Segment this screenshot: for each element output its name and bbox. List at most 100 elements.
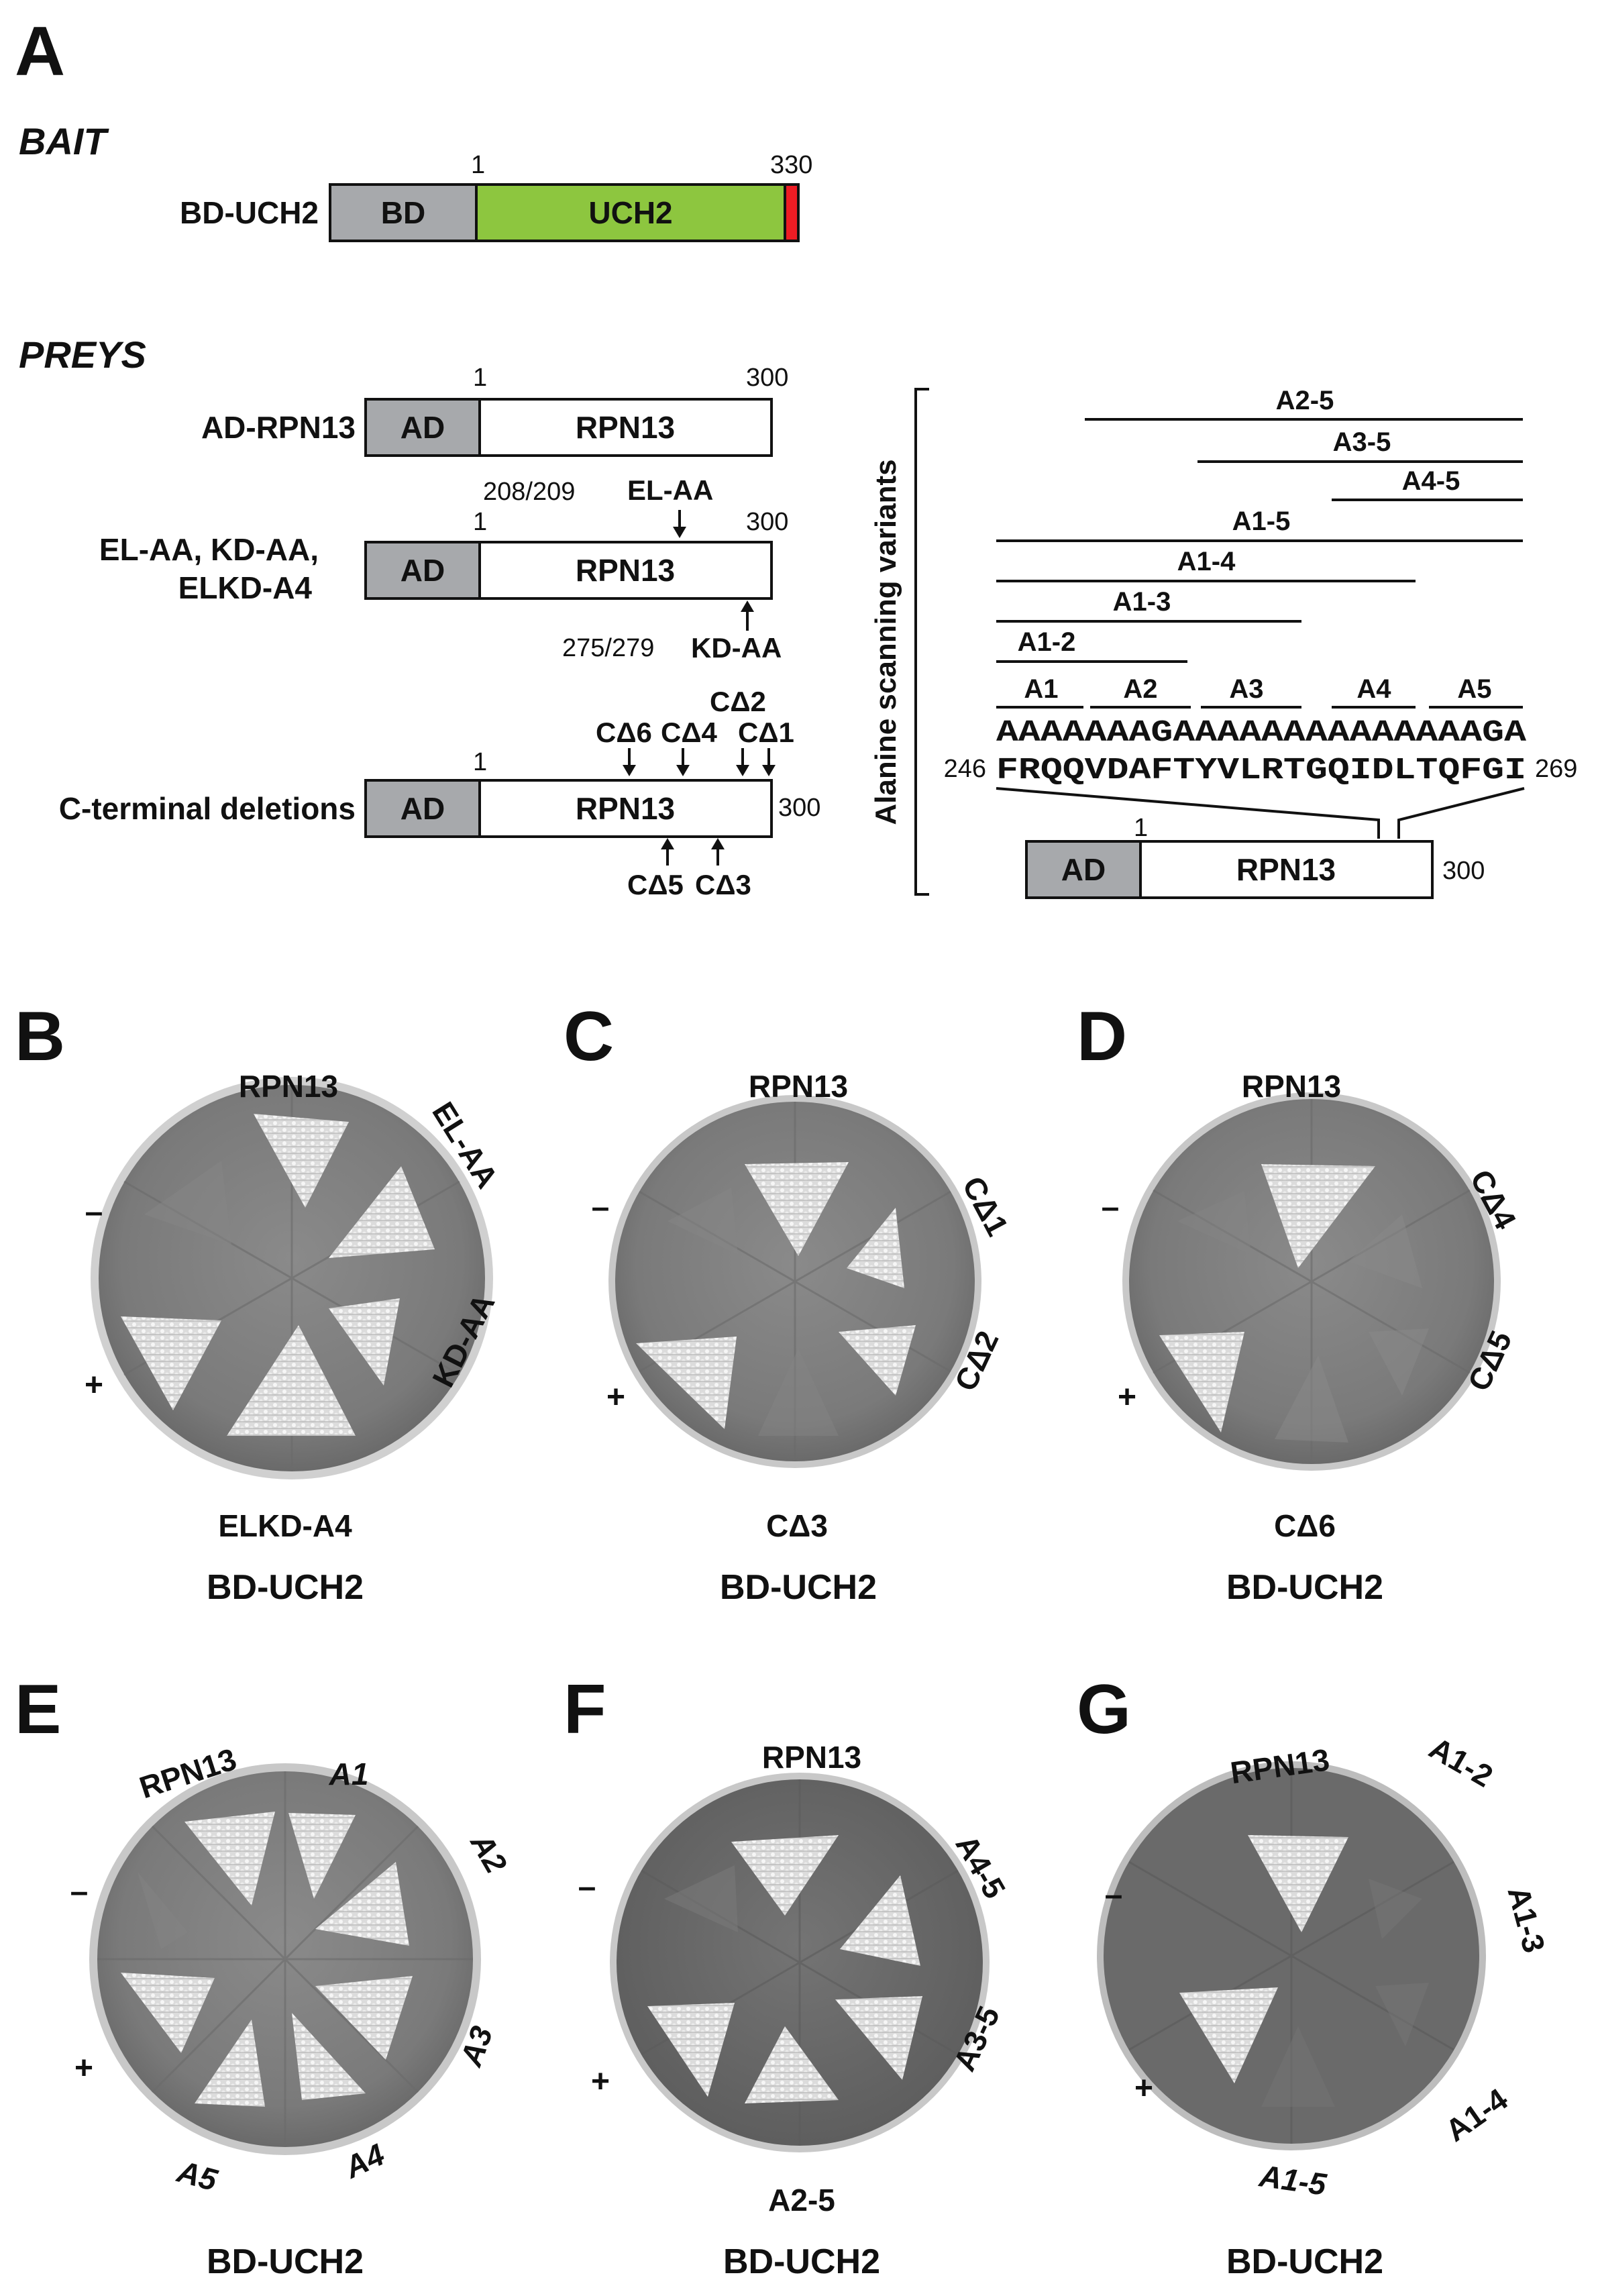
bar-label-a1-5: A1-5 [1232,507,1291,536]
plate-d-top-label: RPN13 [1242,1069,1341,1104]
panel-label-a: A [15,13,65,91]
prey-start-residue: 1 [473,508,487,536]
weak-growth-streak [1369,1328,1429,1396]
panel-label-c: C [564,998,614,1076]
plate-e-a5-label: A5 [173,2154,222,2198]
colony-streak [254,1114,349,1208]
segment-label-a4: A4 [1356,674,1391,704]
mutation-el-aa-label: EL-AA [627,474,713,506]
deletion-c1-label: CΔ1 [738,717,794,748]
plate-d-negative-label: – [1102,1190,1120,1225]
colony-streak [1179,1987,1278,2083]
colony-streak [329,1298,400,1386]
colony-streak [745,2026,839,2103]
plate-b-negative-label: – [85,1194,103,1230]
panel-label-f: F [564,1671,606,1749]
bar-label-a3-5: A3-5 [1333,427,1391,457]
prey-mutants-name-line1: EL-AA, KD-AA, [99,532,319,567]
rpn13-label: RPN13 [576,410,675,445]
colony-streak [1159,1332,1244,1432]
deletion-arrows-bottom [661,838,725,866]
ad-domain [364,779,481,838]
alanine-variant-bars: A2-5 A3-5 A4-5 A1-5 A1-4 A1-3 A1-2 [996,386,1523,663]
plate-c-caption: BD-UCH2 [720,1568,877,1607]
colony-streak [315,1976,413,2060]
deletion-c4-label: CΔ4 [661,717,718,748]
weak-growth-streak [1348,1214,1422,1288]
mutation-position-top: 208/209 [483,478,575,506]
segment-label-a5: A5 [1457,674,1491,704]
prey-start-residue: 1 [473,364,487,392]
panel-label-b: B [15,998,65,1076]
mutation-kd-aa-label: KD-AA [691,632,782,664]
colony-streak [121,1316,221,1410]
colony-streak [329,1166,435,1258]
negative-control-streak [144,1161,231,1245]
panel-label-d: D [1077,998,1127,1076]
ad-label: AD [401,791,445,826]
prey-ad-rpn13-name: AD-RPN13 [201,410,356,445]
arrow-head-kd-aa [741,601,754,612]
plate-g [1097,1761,1486,2150]
plate-b-caption: BD-UCH2 [207,1568,364,1607]
negative-control-streak [1177,1191,1251,1255]
colony-streak [1261,1164,1375,1268]
bar-label-a1-2: A1-2 [1018,627,1076,657]
plate-f-top-label: RPN13 [762,1740,861,1775]
construct-start-residue: 1 [1134,814,1148,842]
mutation-position-bottom: 275/279 [562,634,654,662]
colony-streak [121,1973,215,2053]
weak-growth-streak [1369,1879,1422,1939]
rpn13-domain [478,398,773,457]
prey-end-residue: 300 [746,364,788,392]
bait-start-residue: 1 [471,151,485,179]
panel-label-e: E [15,1671,61,1749]
deletion-c2-label: CΔ2 [710,686,766,717]
deletion-c6-label: CΔ6 [596,717,652,748]
bait-heading: BAIT [19,120,109,162]
plate-f-caption: BD-UCH2 [723,2242,880,2281]
colony-streak [731,1835,839,1916]
colony-streak [835,1996,922,2080]
arrow-head-el-aa [673,527,686,538]
alanine-segments: A1 A2 A3 A4 A5 [996,674,1523,709]
weak-growth-streak [758,1349,839,1436]
segment-label-a1: A1 [1024,674,1058,704]
plate-c-positive-label: + [606,1379,625,1415]
panel-label-g: G [1077,1671,1131,1749]
rpn13-domain [478,779,773,838]
deletion-arrows-top [623,748,776,776]
colony-streak [184,1812,275,1906]
weak-growth-streak [1275,1355,1348,1443]
rpn13-domain [1139,840,1434,899]
plate-e-a2-label: A2 [464,1827,514,1879]
prey-end-residue: 300 [778,794,820,822]
plate-d-positive-label: + [1118,1379,1136,1415]
plate-f [610,1773,990,2152]
plate-b-positive-label: + [85,1367,103,1403]
plate-c-negative-label: – [592,1190,610,1225]
colony-streak [292,2013,366,2100]
preys-heading: PREYS [19,333,146,376]
plate-g-top-right-label: A1-2 [1424,1730,1499,1794]
rpn13-label: RPN13 [1236,852,1336,887]
zoom-line-right [1397,787,1525,839]
colony-streak [195,2020,265,2107]
plate-f-positive-label: + [591,2064,610,2099]
bd-domain [329,183,478,242]
ad-domain [364,398,481,457]
plate-g-positive-label: + [1134,2071,1153,2106]
plate-d [1122,1092,1501,1471]
colony-streak [636,1337,737,1429]
prey-start-residue: 1 [473,748,487,776]
rpn13-domain [478,541,773,600]
plate-e-a1-label: A1 [329,1757,369,1791]
deletion-c3-label: CΔ3 [695,869,751,900]
plate-c-top-label: RPN13 [749,1069,848,1104]
plate-d-bottom-label: CΔ6 [1274,1508,1336,1543]
uch2-label: UCH2 [588,195,672,230]
colony-streak [840,1875,920,1966]
prey-mutants-name-line2: ELKD-A4 [178,570,313,605]
plate-b-bottom-label: ELKD-A4 [218,1508,352,1543]
zoom-line-left [996,787,1380,839]
